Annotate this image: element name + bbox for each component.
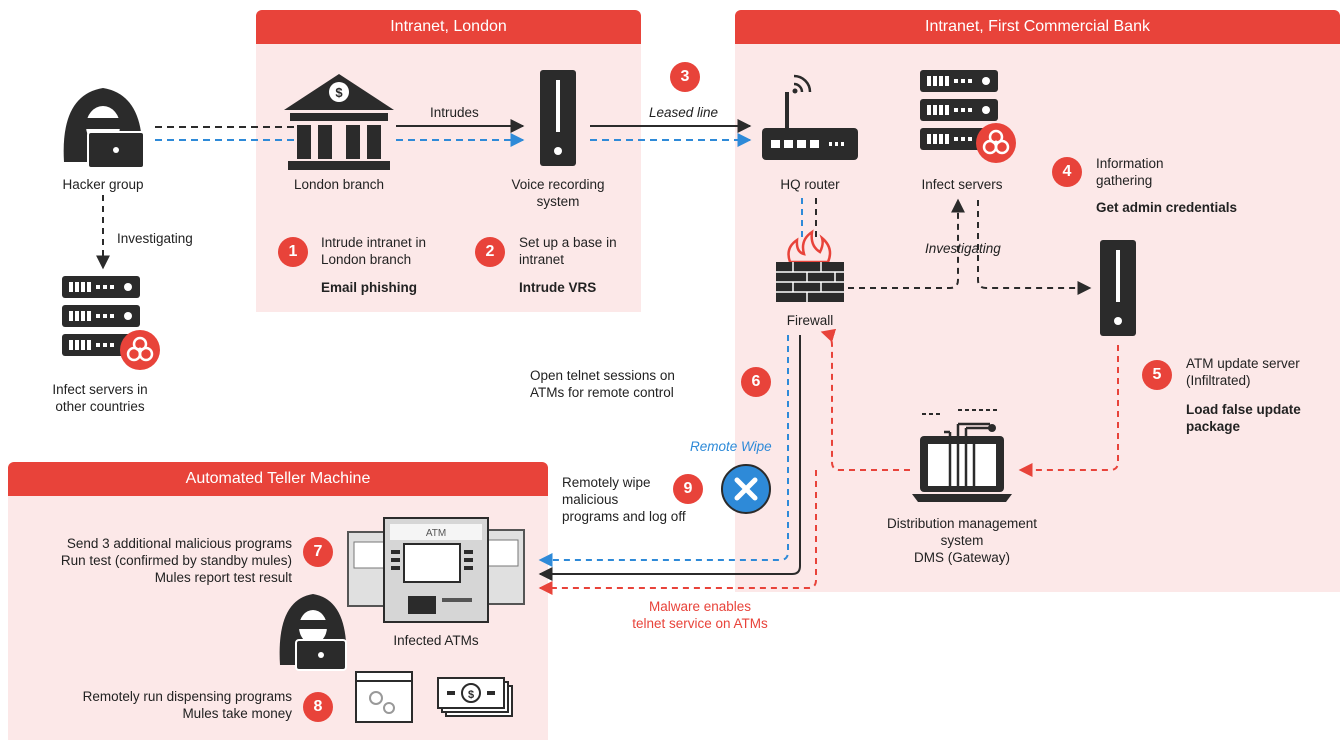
- router-icon: [762, 74, 858, 160]
- step-4-bold: Get admin credentials: [1096, 200, 1238, 215]
- panel-bank-title: Intranet, First Commercial Bank: [735, 10, 1340, 44]
- step-9-line-1: Remotely wipe: [562, 475, 651, 490]
- step-8-line-1: Remotely run dispensing programs: [82, 689, 292, 704]
- dms-to-firewall-line: [820, 328, 910, 471]
- malware-label-2: telnet service on ATMs: [632, 616, 768, 631]
- step-2-line-2: intranet: [519, 252, 565, 267]
- step-8-line-2: Mules take money: [182, 706, 292, 721]
- step-4-line-2: gathering: [1096, 173, 1153, 188]
- step-9-line-2: malicious: [562, 492, 619, 507]
- step-6-line-1: Open telnet sessions on: [530, 368, 675, 383]
- vrs-label-1: Voice recording: [511, 177, 605, 192]
- leased-line-label: Leased line: [649, 105, 719, 120]
- hacker-to-london-lines: [155, 126, 295, 141]
- panel-bank: Intranet, First Commercial Bank: [735, 10, 1340, 592]
- london-branch-label: London branch: [293, 177, 385, 192]
- step-9-badge: 9: [673, 474, 703, 504]
- firewall-atm-blue-line: [538, 335, 789, 567]
- money-icon: $: [437, 677, 513, 717]
- infected-atms-label: Infected ATMs: [393, 633, 479, 648]
- firewall-atm-dark-line: [538, 335, 801, 581]
- firewall-label: Firewall: [786, 313, 834, 328]
- panel-atm-title: Automated Teller Machine: [8, 462, 548, 496]
- step-6-line-2: ATMs for remote control: [530, 385, 674, 400]
- dms-label-3: DMS (Gateway): [913, 550, 1011, 565]
- dms-label-1: Distribution management: [886, 516, 1038, 531]
- step-6-badge: 6: [741, 367, 771, 397]
- malware-red-line: [538, 470, 817, 595]
- window-gears-icon: [355, 671, 413, 723]
- step-7-line-2: Run test (confirmed by standby mules): [60, 553, 292, 568]
- remote-wipe-label: Remote Wipe: [690, 439, 772, 454]
- step-4-line-1: Information: [1096, 156, 1164, 171]
- vrs-label-2: system: [536, 194, 580, 209]
- step-3-badge: 3: [670, 62, 700, 92]
- malware-label-1: Malware enables: [648, 599, 752, 614]
- step-2-bold: Intrude VRS: [519, 280, 597, 295]
- infect-servers-label: Infect servers: [921, 177, 1003, 192]
- vrs-server-icon: [540, 70, 576, 166]
- biohazard-icon: [118, 328, 162, 372]
- step-7-badge: 7: [303, 537, 333, 567]
- dms-label-2: system: [940, 533, 984, 548]
- step-8-badge: 8: [303, 692, 333, 722]
- step-4-badge: 4: [1052, 157, 1082, 187]
- close-x-icon: [721, 464, 771, 514]
- dms-laptop-icon: [912, 409, 1012, 502]
- hq-router-label: HQ router: [780, 177, 840, 192]
- atm-screen-label: ATM: [426, 528, 446, 539]
- investigating-label-2: Investigating: [925, 241, 1001, 256]
- infect-servers-other-label-1: Infect servers in: [52, 382, 148, 397]
- mule-hacker-icon: [279, 594, 347, 671]
- step-1-line-2: London branch: [321, 252, 412, 267]
- firewall-icon: [776, 229, 844, 302]
- hacker-group-label: Hacker group: [62, 177, 144, 192]
- step-1-bold: Email phishing: [321, 280, 418, 295]
- investigating-paths: [848, 198, 1092, 295]
- bank-icon: $: [284, 74, 394, 170]
- svg-text:$: $: [468, 689, 474, 701]
- svg-text:$: $: [335, 85, 343, 100]
- step-7-line-3: Mules report test result: [154, 570, 292, 585]
- update-to-dms-line: [1018, 345, 1119, 477]
- intrudes-label: Intrudes: [430, 105, 479, 120]
- atm-update-server-icon: [1100, 240, 1136, 336]
- step-5-line-2: (Infiltrated): [1186, 373, 1251, 388]
- investigating-label-1: Investigating: [117, 231, 193, 246]
- step-5-badge: 5: [1142, 360, 1172, 390]
- atm-icon: ATM: [347, 517, 525, 623]
- step-9-line-3: programs and log off: [562, 509, 686, 524]
- step-5-bold-1: Load false update: [1186, 402, 1301, 417]
- step-1-line-1: Intrude intranet in: [321, 235, 427, 250]
- hacker-icon: [63, 88, 145, 169]
- step-7-line-1: Send 3 additional malicious programs: [66, 536, 292, 551]
- infect-servers-other-label-2: other countries: [55, 399, 145, 414]
- biohazard-icon-bank: [974, 121, 1018, 165]
- step-2-badge: 2: [475, 237, 505, 267]
- step-5-bold-2: package: [1186, 419, 1241, 434]
- step-2-line-1: Set up a base in: [519, 235, 617, 250]
- step-5-line-1: ATM update server: [1186, 356, 1300, 371]
- panel-london-title: Intranet, London: [256, 10, 641, 44]
- step-1-badge: 1: [278, 237, 308, 267]
